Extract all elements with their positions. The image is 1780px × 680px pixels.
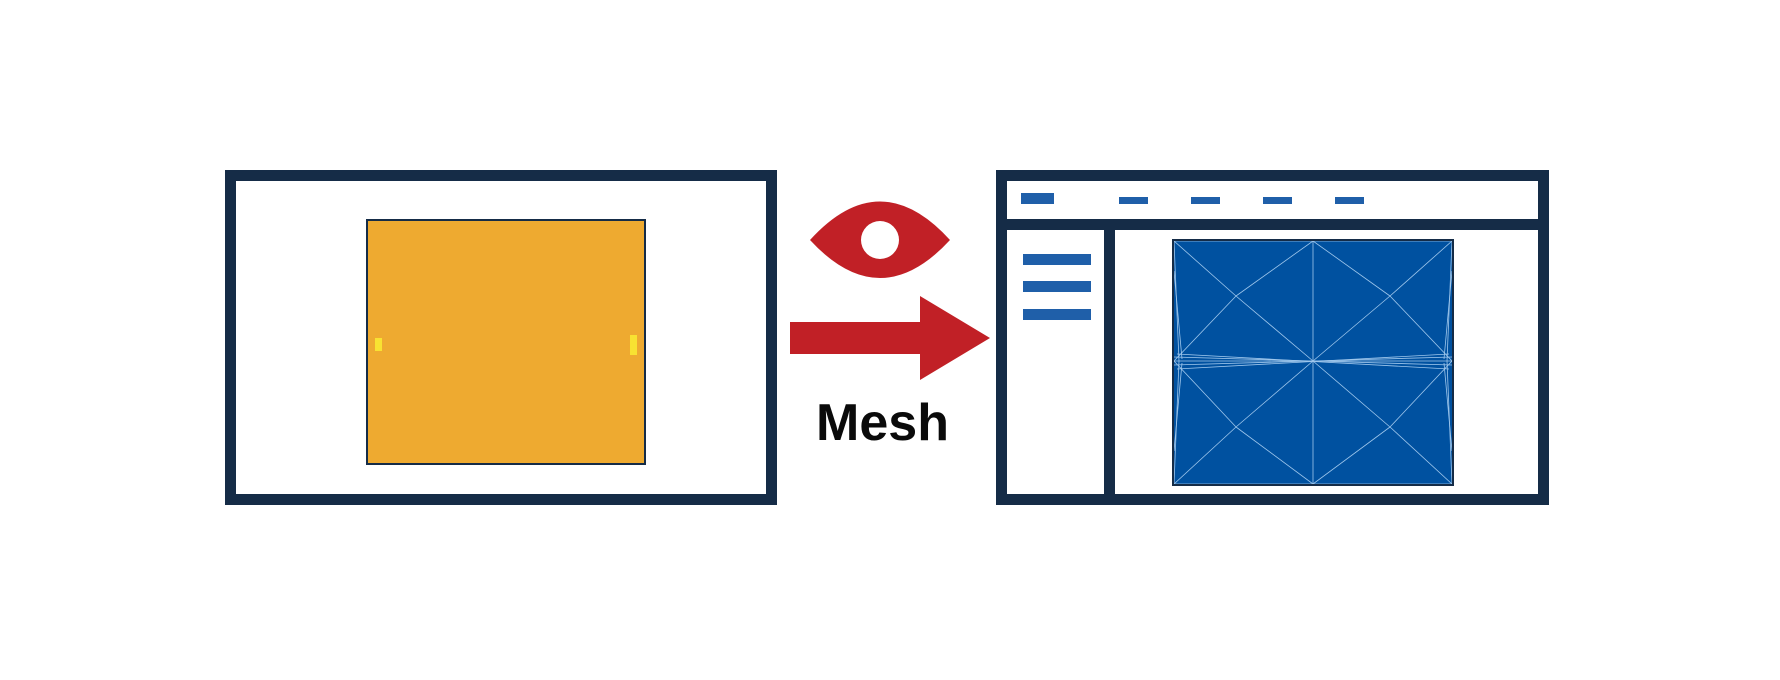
app-window <box>996 170 1549 505</box>
sidebar-menu-item[interactable] <box>1023 281 1091 292</box>
nav-item[interactable] <box>1119 197 1148 204</box>
left-marker <box>375 338 382 351</box>
eye-icon <box>810 201 950 278</box>
nav-item[interactable] <box>1191 197 1220 204</box>
source-panel <box>225 170 777 505</box>
sidebar-divider <box>1104 225 1115 505</box>
top-bar-divider <box>996 219 1549 230</box>
source-texture-square <box>366 219 646 465</box>
nav-item[interactable] <box>1263 197 1292 204</box>
mesh-wireframe <box>1174 241 1452 484</box>
nav-item[interactable] <box>1335 197 1364 204</box>
right-marker <box>630 335 637 355</box>
arrow-right-icon <box>790 296 990 380</box>
sidebar-menu-item[interactable] <box>1023 309 1091 320</box>
logo-block <box>1021 193 1054 204</box>
mesh-viewport <box>1172 239 1454 486</box>
sidebar-menu-item[interactable] <box>1023 254 1091 265</box>
mesh-label: Mesh <box>816 394 949 452</box>
